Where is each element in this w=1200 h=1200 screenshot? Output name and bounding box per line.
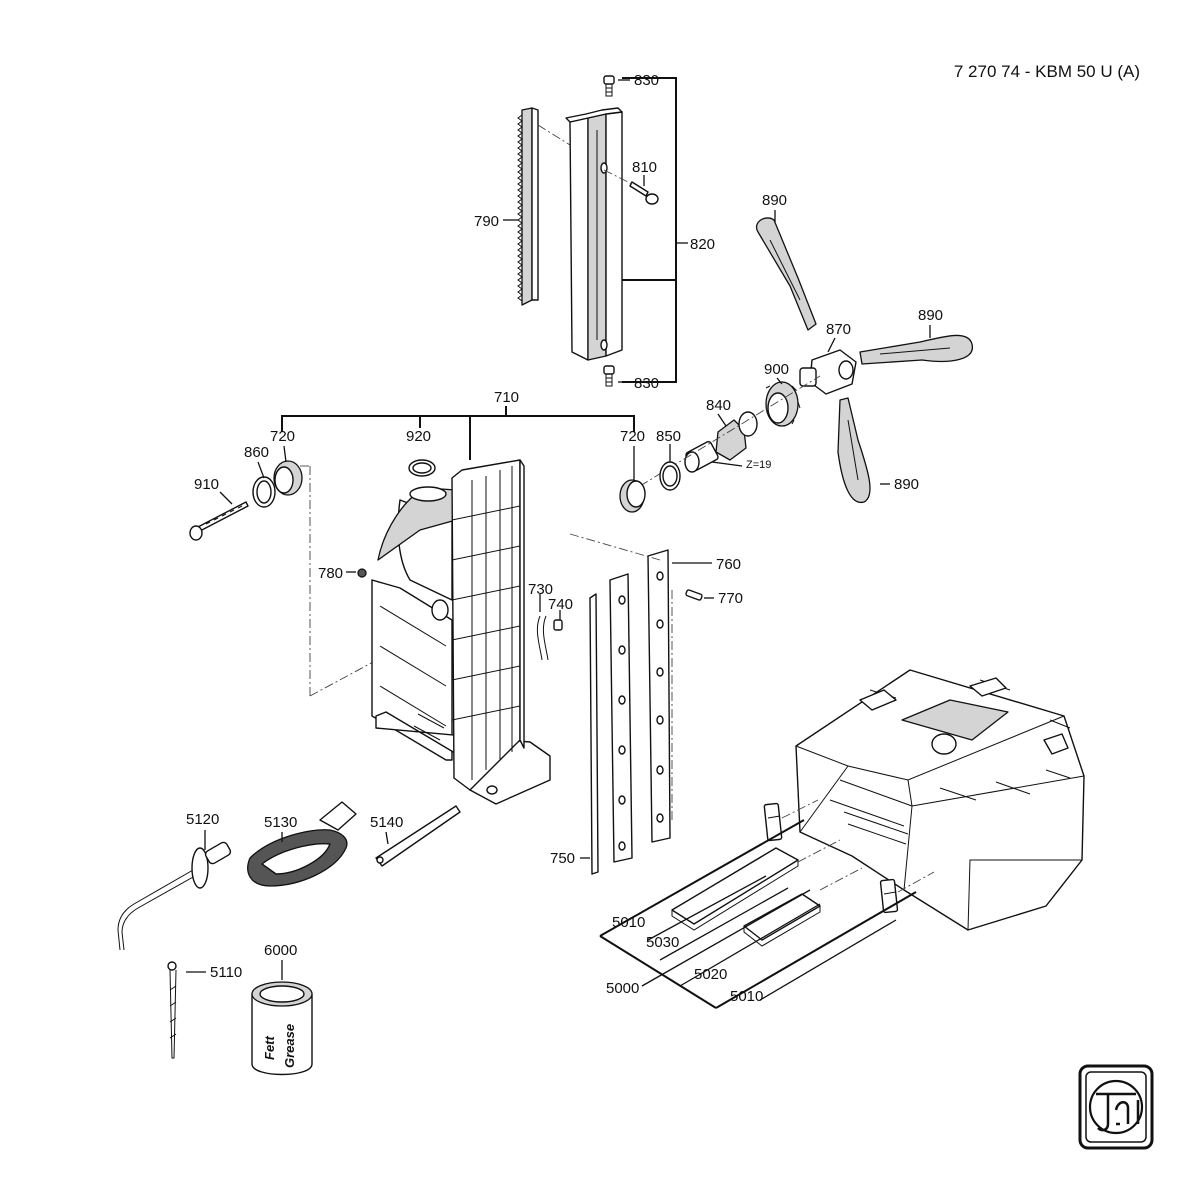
- leader-720a: [283, 445, 287, 463]
- leader-900: [776, 377, 783, 385]
- bracket-710: [281, 415, 635, 432]
- axis-dash: [897, 871, 935, 893]
- part-label-830-bottom: 830: [634, 375, 659, 392]
- part-label-890-upper: 890: [762, 192, 787, 209]
- part-label-5030: 5030: [646, 934, 679, 951]
- can-label-grease: Grease: [282, 1024, 297, 1068]
- part-label-5140: 5140: [370, 814, 403, 831]
- axis-dash: [819, 867, 863, 891]
- part-label-860: 860: [244, 444, 269, 461]
- part-label-850: 850: [656, 428, 681, 445]
- leader-dash: [537, 124, 571, 146]
- screw-740: [553, 619, 563, 631]
- part-label-710: 710: [494, 389, 519, 406]
- gear-note-z19: Z=19: [746, 459, 771, 471]
- part-label-780: 780: [318, 565, 343, 582]
- part-label-760: 760: [716, 556, 741, 573]
- part-label-770: 770: [718, 590, 743, 607]
- part-label-830-top: 830: [634, 72, 659, 89]
- leader-z19: [711, 461, 743, 467]
- part-label-730: 730: [528, 581, 553, 598]
- part-label-910: 910: [194, 476, 219, 493]
- pinion-840: [684, 411, 758, 473]
- leader-870: [827, 337, 836, 353]
- leaders-case: [641, 875, 897, 1001]
- column-820: [565, 107, 623, 361]
- bracket-5000-bottom: [715, 891, 917, 1009]
- bolt-910: [189, 501, 249, 541]
- screw-830-bottom: [603, 365, 615, 387]
- part-label-740: 740: [548, 596, 573, 613]
- handle-890-lower: [837, 397, 871, 503]
- part-label-5020: 5020: [694, 966, 727, 983]
- bracket-820: [622, 77, 677, 383]
- leader-840: [717, 413, 727, 427]
- wedge-5140: [375, 805, 461, 867]
- part-label-810: 810: [632, 159, 657, 176]
- axis-dash: [797, 839, 841, 863]
- part-labels: 830 810 790 820 830 890 870 890 900 840 …: [186, 72, 943, 1005]
- bushing-720-right: [619, 479, 646, 513]
- screw-830-top: [603, 75, 615, 97]
- screw-810: [629, 181, 659, 205]
- axis-dash: [781, 799, 819, 819]
- part-label-920: 920: [406, 428, 431, 445]
- leader-5140: [385, 831, 389, 845]
- part-label-750: 750: [550, 850, 575, 867]
- part-label-720-right: 720: [620, 428, 645, 445]
- part-label-5120: 5120: [186, 811, 219, 828]
- leader-910: [219, 491, 233, 505]
- bushing-720-left: [273, 460, 303, 496]
- handle-890-right: [859, 334, 973, 365]
- guide-bar-760: [647, 549, 671, 843]
- part-label-870: 870: [826, 321, 851, 338]
- spring-730: [536, 615, 549, 661]
- part-label-790: 790: [474, 213, 499, 230]
- ring-860: [252, 476, 276, 508]
- gear-900: [765, 381, 801, 427]
- axis-dash: [569, 533, 661, 561]
- leader-dash: [603, 169, 633, 185]
- part-label-5000: 5000: [606, 980, 639, 997]
- grub-screw-780: [357, 568, 367, 578]
- part-label-900: 900: [764, 361, 789, 378]
- part-label-5010-left: 5010: [612, 914, 645, 931]
- carrying-case: [795, 669, 1085, 931]
- part-label-720-left: 720: [270, 428, 295, 445]
- bracket-5000-top: [599, 819, 805, 937]
- part-label-840: 840: [706, 397, 731, 414]
- fein-logo: [1078, 1064, 1154, 1150]
- part-label-5130: 5130: [264, 814, 297, 831]
- part-label-890-lower: 890: [894, 476, 919, 493]
- latch-5010-upper: [763, 802, 783, 842]
- ejector-pin-5120: [117, 841, 232, 951]
- diagram-title: 7 270 74 - KBM 50 U (A): [954, 62, 1140, 81]
- part-label-5010-right: 5010: [730, 988, 763, 1005]
- handle-890-upper: [755, 217, 817, 331]
- screw-770: [685, 589, 703, 601]
- insert-5020: [743, 893, 821, 947]
- ring-850: [659, 461, 681, 491]
- part-label-890-right: 890: [918, 307, 943, 324]
- grease-can-6000: Fett Grease: [251, 981, 313, 1076]
- guide-bar-center: [609, 573, 633, 863]
- hub-870: [799, 349, 857, 395]
- strap-5130: [247, 801, 357, 887]
- part-label-5110: 5110: [210, 964, 242, 981]
- part-label-820: 820: [690, 236, 715, 253]
- stand-housing-710: [371, 459, 551, 805]
- o-ring-920: [408, 459, 436, 477]
- part-label-6000: 6000: [264, 942, 297, 959]
- leader-860: [257, 461, 265, 479]
- can-label-fett: Fett: [262, 1036, 277, 1061]
- bracket-5000-left: [599, 935, 717, 1009]
- rack-790: [517, 107, 539, 306]
- pin-5110: [167, 961, 177, 1059]
- strip-750: [589, 593, 599, 875]
